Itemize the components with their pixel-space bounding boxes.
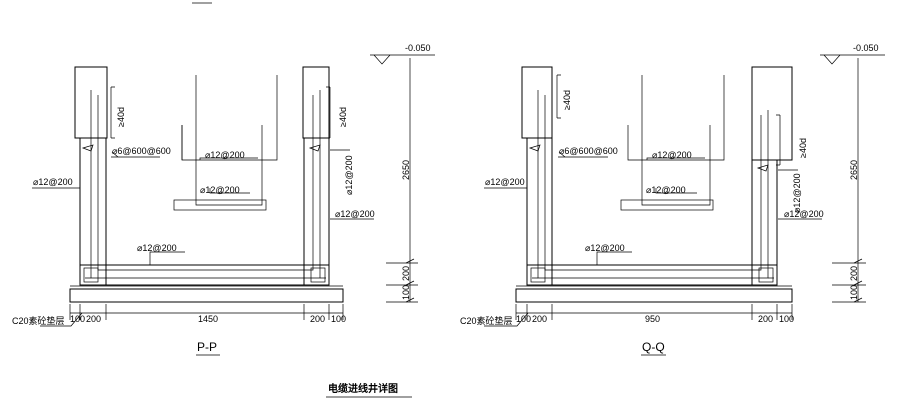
inner-bar-label-1: ⌀12@200 (205, 150, 245, 160)
concrete-pad (69, 288, 344, 303)
right-wall-q (751, 159, 778, 286)
dim-b1-q: 100 (516, 314, 531, 324)
elevation-label: -0.050 (405, 43, 431, 53)
inner-bar-label-1-q: ⌀12@200 (652, 150, 692, 160)
slab-dim: 200 (401, 266, 411, 281)
right-wall (303, 137, 330, 286)
section-p-p-labels: -0.050 2650 200 100 ⌀6@600@600 ⌀12@200 ⌀… (12, 43, 431, 356)
section-label: P-P (197, 340, 217, 354)
inner-bar-label-2-q: ⌀12@200 (646, 185, 686, 195)
height-dim-q: 2650 (849, 160, 859, 180)
concrete-label-q: C20素砼垫层 (460, 315, 513, 326)
left-wall-bar-label: ⌀12@200 (33, 177, 73, 187)
height-dim: 2650 (401, 160, 411, 180)
dim-b3: 1450 (198, 314, 218, 324)
pad-dim: 100 (401, 285, 411, 300)
lap-left-label: ≥40d (116, 107, 126, 127)
elevation-label-q: -0.050 (853, 43, 879, 53)
inner-bar-label-2: ⌀12@200 (200, 185, 240, 195)
pad-dim-q: 100 (849, 285, 859, 300)
base-slab-q (526, 264, 778, 286)
concrete-label: C20素砼垫层 (12, 315, 65, 326)
side-bar-label-q: ⌀6@600@600 (559, 146, 618, 156)
left-wall-q (526, 137, 553, 286)
dim-b4-q: 200 (758, 314, 773, 324)
left-wall (79, 137, 107, 286)
right-wall-cap-q (751, 66, 793, 161)
section-label-q: Q-Q (642, 340, 665, 354)
concrete-pad-q (515, 288, 793, 303)
right-vert-bar-label-q: ⌀12@200 (792, 173, 802, 213)
dim-b4: 200 (310, 314, 325, 324)
base-slab (79, 264, 330, 286)
dim-b2: 200 (86, 314, 101, 324)
section-q-q-labels: -0.050 2650 200 100 ⌀6@600@600 ⌀12@200 ⌀… (460, 43, 879, 356)
left-wall-bar-label-q: ⌀12@200 (485, 177, 525, 187)
bottom-bar-label: ⌀12@200 (137, 243, 177, 253)
dim-b1: 100 (70, 314, 85, 324)
right-wall-bar-label: ⌀12@200 (335, 209, 375, 219)
lap-right-label-q: ≥40d (798, 138, 808, 158)
slab-dim-q: 200 (849, 266, 859, 281)
right-vert-bar-label: ⌀12@200 (344, 155, 354, 195)
side-bar-label: ⌀6@600@600 (112, 146, 171, 156)
section-p-p (32, 54, 435, 327)
right-wall-cap (302, 66, 330, 139)
dim-b5: 100 (331, 314, 346, 324)
section-q-q (484, 54, 885, 327)
dim-b3-q: 950 (645, 314, 660, 324)
lap-right-label: ≥40d (338, 107, 348, 127)
right-wall-bar-label-q: ⌀12@200 (784, 209, 824, 219)
drawing-title: 电缆进线井详图 (328, 382, 398, 395)
dim-b5-q: 100 (779, 314, 794, 324)
lap-left-label-q: ≥40d (562, 90, 572, 110)
dim-b2-q: 200 (532, 314, 547, 324)
bottom-bar-label-q: ⌀12@200 (585, 243, 625, 253)
left-wall-cap-q (521, 66, 553, 139)
